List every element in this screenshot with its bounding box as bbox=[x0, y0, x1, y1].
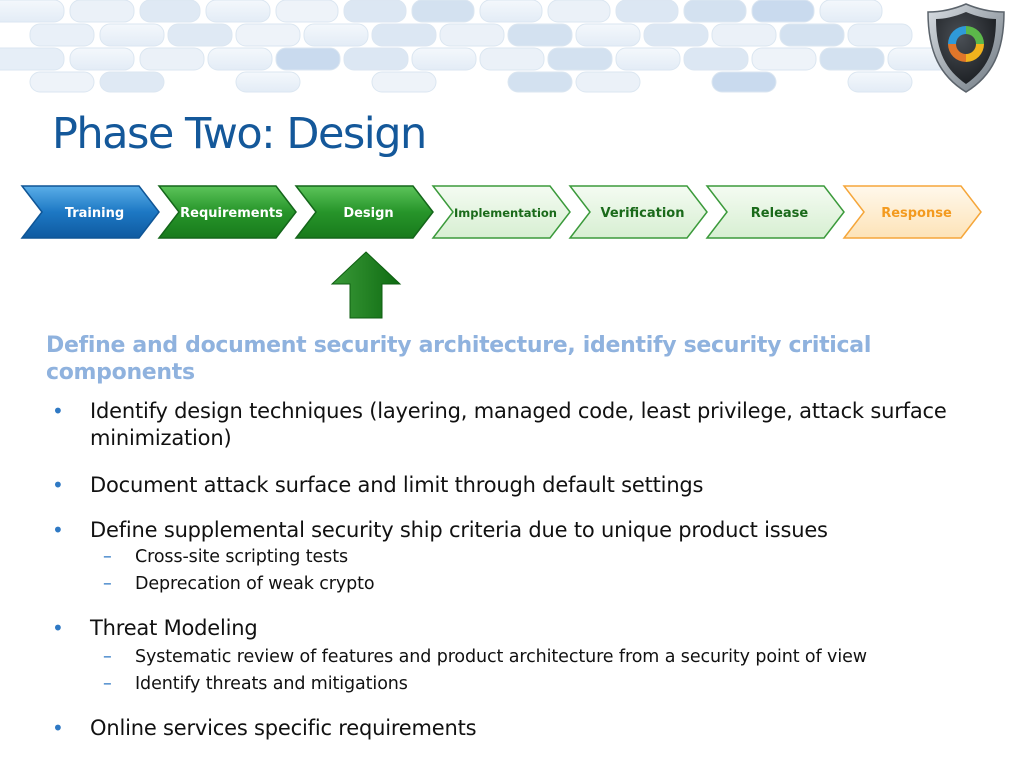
bullet-text: Online services specific requirements bbox=[90, 716, 477, 740]
phase-chevron-training bbox=[20, 185, 160, 239]
phase-chevron-release bbox=[705, 185, 845, 239]
sub-bullet-text: Systematic review of features and produc… bbox=[135, 647, 867, 667]
sub-bullet-marker: – bbox=[103, 647, 112, 667]
section-subheading: Define and document security architectur… bbox=[46, 333, 872, 385]
list-item: • Identify design techniques (layering, m… bbox=[46, 398, 1006, 452]
bullet-marker: • bbox=[52, 518, 64, 542]
bullet-marker: • bbox=[52, 473, 64, 497]
phase-label-requirements: Requirements bbox=[180, 206, 283, 221]
list-item: • Online services specific requirements bbox=[46, 715, 1006, 742]
bullet-text: Define supplemental security ship criter… bbox=[90, 518, 828, 542]
bullet-text: Document attack surface and limit throug… bbox=[90, 473, 704, 497]
sub-bullet-marker: – bbox=[103, 674, 112, 694]
list-item: • Define supplemental security ship crite… bbox=[46, 517, 1006, 598]
list-item: • Document attack surface and limit throu… bbox=[46, 472, 1006, 499]
bullet-marker: • bbox=[52, 616, 64, 640]
arrow-up-icon bbox=[330, 250, 402, 320]
page-title: Phase Two: Design bbox=[52, 109, 427, 159]
phase-label-design: Design bbox=[343, 206, 393, 221]
bullet-text: Identify design techniques (layering, ma… bbox=[90, 399, 947, 450]
sdl-shield-icon bbox=[924, 0, 1008, 96]
phase-label-implementation: Implementation bbox=[454, 206, 557, 220]
sdl-phase-bar: Training Requirements Design Implementation… bbox=[20, 185, 982, 239]
bullet-text: Threat Modeling bbox=[90, 616, 258, 640]
phase-chevron-response bbox=[842, 185, 982, 239]
list-item: • Threat Modeling – Systematic review of f… bbox=[46, 615, 1006, 698]
phase-chevron-requirements bbox=[157, 185, 297, 239]
phase-chevron-verification bbox=[568, 185, 708, 239]
phase-label-training: Training bbox=[65, 206, 124, 221]
sub-bullet-text: Cross-site scripting tests bbox=[135, 547, 348, 567]
bullet-list: • Identify design techniques (layering, m… bbox=[46, 398, 1006, 742]
phase-chevron-implementation bbox=[431, 185, 571, 239]
sub-bullet-marker: – bbox=[103, 547, 112, 567]
sub-bullet-text: Deprecation of weak crypto bbox=[135, 574, 375, 594]
sub-bullet-marker: – bbox=[103, 574, 112, 594]
phase-label-response: Response bbox=[881, 206, 952, 221]
phase-chevron-design bbox=[294, 185, 434, 239]
bullet-marker: • bbox=[52, 399, 64, 423]
bullet-marker: • bbox=[52, 716, 64, 740]
phase-label-release: Release bbox=[751, 206, 809, 221]
phase-label-verification: Verification bbox=[600, 206, 684, 221]
sub-bullet-text: Identify threats and mitigations bbox=[135, 674, 408, 694]
header-pattern bbox=[0, 0, 953, 93]
